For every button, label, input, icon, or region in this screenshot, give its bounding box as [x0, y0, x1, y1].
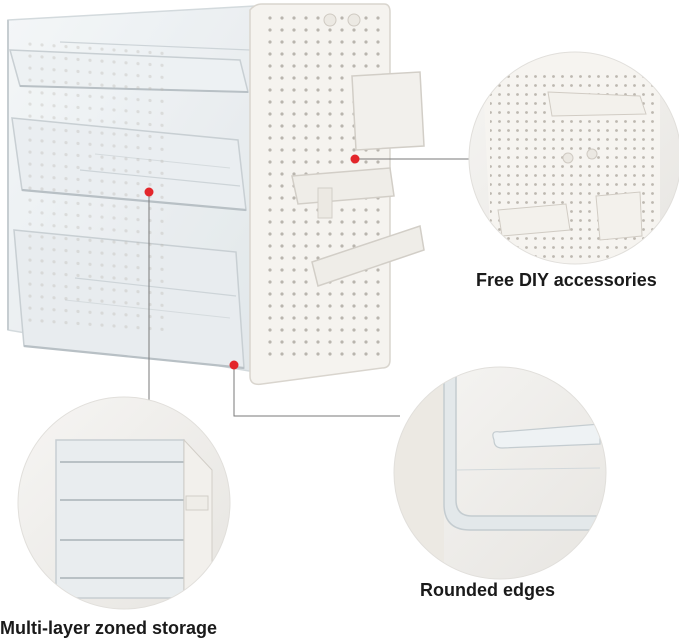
leader-line-edges	[233, 365, 400, 417]
main-organizer	[7, 3, 425, 386]
detail-circle-rounded-edges	[393, 366, 607, 580]
marker-dot-storage	[144, 187, 154, 197]
marker-dot-edges	[229, 360, 239, 370]
caption-rounded-edges: Rounded edges	[420, 580, 556, 600]
marker-dot-diy	[350, 154, 360, 164]
detail-circle-storage	[17, 396, 231, 610]
caption-multi-layer-storage: Multi-layer zoned storage	[0, 618, 218, 638]
caption-diy-accessories: Free DIY accessories	[476, 270, 657, 290]
callout-leaders	[144, 154, 476, 417]
detail-circle-accessories	[468, 51, 679, 265]
